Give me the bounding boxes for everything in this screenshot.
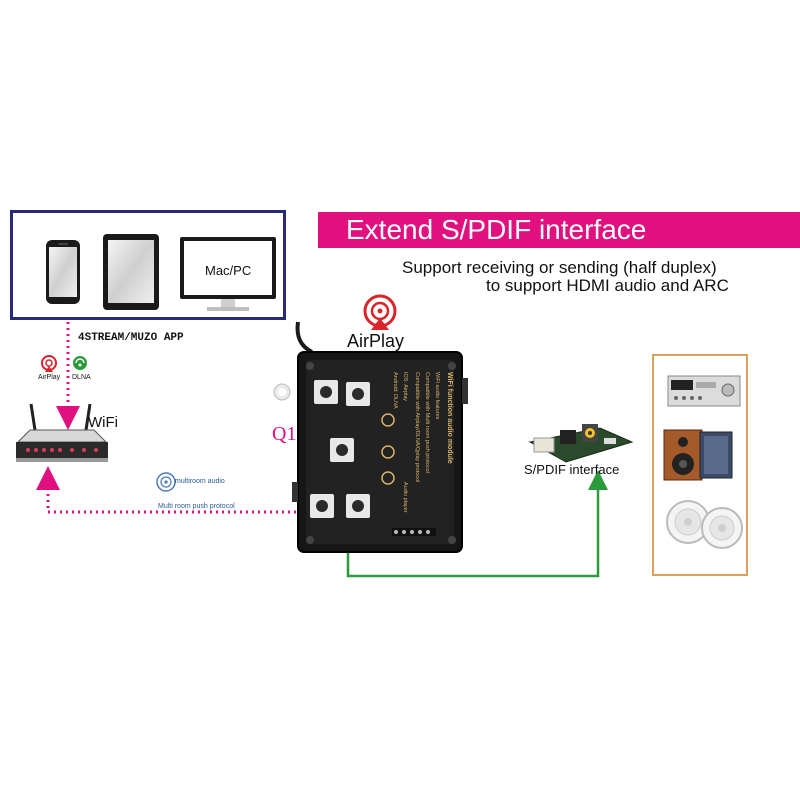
speaker-left-icon: [663, 429, 703, 481]
subtitle-line-2: to support HDMI audio and ARC: [486, 276, 729, 295]
subtitle-line-1: Support receiving or sending (half duple…: [402, 258, 717, 277]
mac-pc-label: Mac/PC: [205, 263, 252, 278]
ceiling-speaker-left-icon: [666, 500, 710, 544]
amplifier-icon: [667, 375, 741, 407]
board-line-5: Android: DLNA: [392, 372, 398, 409]
wifi-label: WiFi: [88, 414, 118, 431]
module-cable: [295, 321, 313, 354]
spdif-wire: [346, 470, 608, 578]
push-button-1: [314, 380, 338, 404]
mini-airplay-icon: [41, 355, 57, 372]
wifi-audio-module: WiFi function audio module WiFi audio fe…: [273, 351, 468, 553]
board-line-6: Audio player: [402, 482, 408, 513]
ceiling-speaker-right-icon: [701, 507, 743, 549]
q1-label: Q1: [272, 423, 297, 445]
monitor-icon: [180, 237, 276, 311]
module-board-text: WiFi function audio module WiFi audio fe…: [392, 372, 453, 513]
tablet-icon: [103, 234, 159, 310]
multiroom-link-line: [36, 466, 296, 514]
push-button-2: [346, 382, 370, 406]
board-line-1: WiFi audio features: [434, 372, 440, 420]
mini-dlna-label: DLNA: [72, 374, 91, 381]
airplay-icon: [363, 294, 397, 330]
board-line-4: IOS: Airplay: [402, 372, 408, 401]
title-banner: [318, 212, 800, 248]
router-icon: [16, 403, 108, 462]
banner-title: Extend S/PDIF interface: [346, 214, 647, 245]
app-label: 4STREAM/MUZO APP: [78, 332, 184, 344]
push-button-4: [310, 494, 334, 518]
airplay-label: AirPlay: [347, 331, 405, 351]
speaker-right-icon: [699, 431, 733, 479]
push-button-3: [330, 438, 354, 462]
spdif-label: S/PDIF interface: [524, 462, 620, 477]
push-button-5: [346, 494, 370, 518]
multiroom-caption: Multi room push protocol: [158, 503, 235, 510]
multiroom-logo-label: multiroom audio: [175, 478, 225, 485]
smartphone-icon: [46, 240, 80, 304]
board-line-3: Compatible with Airplay/DLNA/Qplay proto…: [414, 372, 420, 482]
mini-dlna-icon: [73, 356, 87, 370]
board-title: WiFi function audio module: [446, 372, 453, 464]
board-line-2: Compatible with Multi room push protocol: [424, 372, 430, 473]
multiroom-logo-icon: [156, 472, 176, 492]
spdif-board-icon: [528, 424, 634, 463]
mini-airplay-label: AirPlay: [38, 374, 61, 381]
